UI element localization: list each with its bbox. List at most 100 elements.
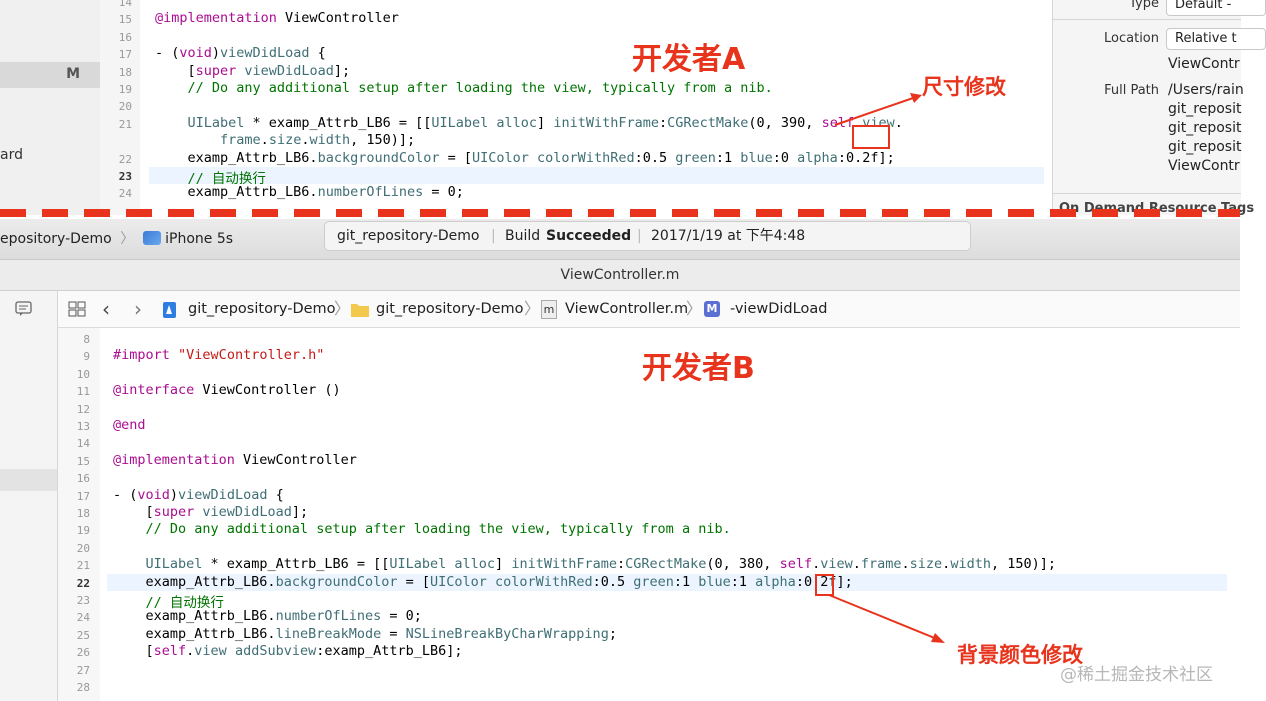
file-name-value: ViewContr: [1168, 56, 1240, 72]
line-number-gutter: [58, 328, 100, 701]
code-line: examp_Attrb_LB6.backgroundColor = [UICol…: [113, 573, 853, 590]
line-number: 14: [118, 0, 132, 9]
scheme-device: iPhone 5s: [165, 231, 234, 247]
location-label: Location: [1104, 31, 1159, 46]
line-number: 18: [76, 507, 90, 520]
line-number: 21: [76, 559, 90, 573]
full-path-line: git_reposit: [1168, 120, 1242, 136]
chevron-right-icon: 〉: [120, 231, 135, 247]
line-number-gutter: [100, 0, 140, 215]
status-build-prefix: Build: [505, 228, 541, 244]
crumb-project[interactable]: git_repository-Demo: [188, 301, 336, 317]
line-number: 17: [76, 489, 90, 503]
crumb-file[interactable]: ViewController.m: [565, 301, 689, 317]
line-number: 23: [76, 594, 90, 607]
back-arrow-icon[interactable]: ‹: [102, 297, 110, 321]
full-path-line: git_reposit: [1168, 139, 1242, 155]
divider: |: [491, 228, 496, 244]
line-number: 22: [76, 576, 90, 590]
comment-icon[interactable]: [14, 301, 34, 317]
line-number: 25: [76, 628, 90, 642]
xcode-toolbar: epository-Demo 〉 iPhone 5s git_repositor…: [0, 219, 1240, 260]
code-line: [super viewDidLoad];: [113, 504, 309, 520]
navigator-panel: [0, 291, 58, 701]
full-path-label: Full Path: [1104, 83, 1159, 98]
chevron-right-icon: 〉: [686, 299, 703, 318]
related-items-icon[interactable]: [68, 291, 88, 327]
line-number: 28: [76, 681, 90, 694]
location-select[interactable]: Relative t: [1166, 28, 1266, 50]
status-time: 2017/1/19 at 下午4:48: [651, 228, 806, 244]
divider: |: [637, 228, 642, 244]
bg-change-note: 背景颜色修改: [957, 643, 1083, 667]
code-line: // 自动换行: [155, 171, 266, 187]
line-number: 15: [118, 13, 132, 27]
line-number: 14: [76, 437, 90, 451]
jump-bar: ‹ › git_repository-Demo 〉 git_repository…: [58, 291, 1240, 328]
line-number: 8: [83, 333, 90, 346]
code-line: frame.size.width, 150)];: [220, 132, 416, 149]
code-line: examp_Attrb_LB6.numberOfLines = 0;: [113, 608, 422, 625]
code-line: UILabel * examp_Attrb_LB6 = [[UILabel al…: [145, 556, 1056, 573]
status-build-result: Succeeded: [546, 228, 632, 244]
divider: [1053, 19, 1241, 20]
modified-badge: M: [66, 66, 80, 82]
code-line: examp_Attrb_LB6.backgroundColor = [UICol…: [155, 149, 895, 166]
full-path-line: /Users/rain: [1168, 82, 1244, 98]
status-project: git_repository-Demo: [337, 228, 480, 244]
method-icon: M: [704, 291, 720, 327]
line-number: 19: [118, 83, 132, 96]
line-number: 21: [118, 117, 132, 131]
line-number: 11: [76, 385, 90, 399]
divider: [1053, 193, 1241, 194]
line-number: 27: [76, 663, 90, 677]
current-line-highlight: [107, 573, 1227, 591]
iphone-device-icon: [142, 231, 161, 245]
full-path-line: ViewContr: [1168, 158, 1240, 174]
window-title: ViewController.m: [0, 260, 1240, 291]
chevron-right-icon: 〉: [524, 299, 541, 318]
code-line: - (void)viewDidLoad {: [155, 45, 326, 62]
line-number: 16: [118, 30, 132, 44]
line-number: 24: [76, 611, 90, 625]
code-line: #import "ViewController.h": [113, 347, 325, 364]
developer-a-label: 开发者A: [632, 42, 746, 77]
method-badge: M: [704, 301, 720, 317]
line-number: 18: [118, 65, 132, 79]
file-badge: m: [541, 299, 557, 319]
size-change-note: 尺寸修改: [922, 75, 1006, 99]
bg-change-arrow: [828, 594, 945, 643]
code-line: examp_Attrb_LB6.numberOfLines = 0;: [155, 184, 464, 201]
type-select[interactable]: Default -: [1166, 0, 1266, 16]
activity-status: git_repository-Demo | Build Succeeded | …: [324, 221, 971, 251]
selected-file-row[interactable]: [0, 469, 57, 491]
developer-b-label: 开发者B: [642, 351, 755, 386]
chevron-right-icon: 〉: [334, 299, 351, 318]
file-inspector: Type Default - Location Relative t ViewC…: [1052, 0, 1266, 216]
line-number: 22: [118, 152, 132, 166]
scheme-project: epository-Demo: [0, 231, 112, 247]
line-number: 19: [76, 524, 90, 538]
line-number: 13: [76, 420, 90, 433]
project-icon: [162, 291, 178, 327]
code-line: @implementation ViewController: [113, 451, 357, 468]
screenshot-separator: [0, 209, 1240, 217]
forward-arrow-icon[interactable]: ›: [134, 297, 142, 321]
line-number: 15: [76, 454, 90, 468]
code-line: @end: [113, 417, 146, 433]
code-line: UILabel * examp_Attrb_LB6 = [[UILabel al…: [187, 114, 903, 131]
current-line-highlight: [149, 167, 1044, 185]
full-path-line: git_reposit: [1168, 101, 1242, 117]
code-line: [super viewDidLoad];: [155, 62, 351, 79]
scheme-selector[interactable]: epository-Demo 〉 iPhone 5s: [0, 225, 233, 253]
code-line: examp_Attrb_LB6.lineBreakMode = NSLineBr…: [113, 625, 617, 642]
code-line: // Do any additional setup after loading…: [113, 521, 731, 538]
crumb-group[interactable]: git_repository-Demo: [376, 301, 524, 317]
navigator-item-label[interactable]: ard: [0, 147, 23, 163]
project-navigator: M ard: [0, 0, 101, 215]
crumb-method[interactable]: -viewDidLoad: [730, 301, 828, 317]
line-number: 10: [76, 367, 90, 381]
developer-b-screenshot: epository-Demo 〉 iPhone 5s git_repositor…: [0, 219, 1240, 701]
selected-file-row[interactable]: [0, 62, 100, 88]
line-number: 20: [118, 100, 132, 114]
